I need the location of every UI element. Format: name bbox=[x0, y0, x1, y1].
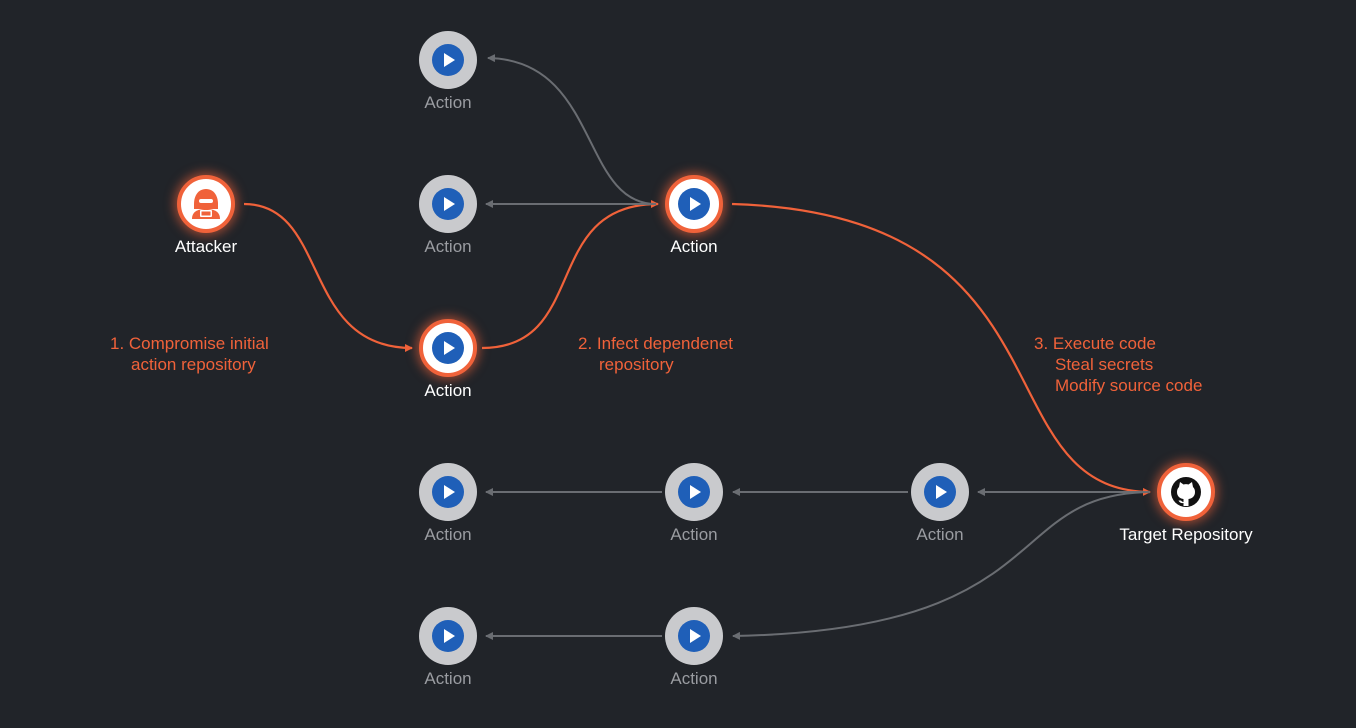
action-circle bbox=[665, 463, 723, 521]
action-circle bbox=[665, 607, 723, 665]
attacker-circle bbox=[177, 175, 235, 233]
step1-annotation: 1. Compromise initial action repository bbox=[110, 333, 269, 375]
action-label: Action bbox=[916, 525, 964, 544]
play-icon bbox=[432, 332, 464, 364]
step3-line1: 3. Execute code bbox=[1034, 334, 1156, 353]
play-icon bbox=[678, 620, 710, 652]
action-label: Action bbox=[424, 93, 472, 112]
attacker-label: Attacker bbox=[174, 237, 238, 256]
edge-initial-to-center-action bbox=[481, 200, 659, 350]
action-circle bbox=[419, 31, 477, 89]
step2-annotation: 2. Infect dependenet repository bbox=[578, 333, 733, 375]
step1-line2: action repository bbox=[131, 355, 256, 374]
step2-line2: repository bbox=[599, 355, 674, 374]
action-label: Action bbox=[670, 669, 718, 688]
target-circle bbox=[1157, 463, 1215, 521]
action-circle bbox=[911, 463, 969, 521]
step3-line2: Steal secrets bbox=[1055, 355, 1154, 374]
action-circle bbox=[419, 463, 477, 521]
play-icon bbox=[924, 476, 956, 508]
step3-annotation: 3. Execute code Steal secrets Modify sou… bbox=[1034, 333, 1202, 396]
target-label: Target Repository bbox=[1119, 525, 1253, 544]
github-icon bbox=[1171, 477, 1201, 507]
step2-line1: 2. Infect dependenet bbox=[578, 334, 734, 353]
action-label: Action bbox=[424, 237, 472, 256]
play-icon bbox=[432, 44, 464, 76]
action-label: Action bbox=[670, 237, 718, 256]
action-label: Action bbox=[424, 381, 472, 400]
play-icon bbox=[678, 188, 710, 220]
action-circle bbox=[419, 175, 477, 233]
play-icon bbox=[432, 476, 464, 508]
action-label: Action bbox=[424, 669, 472, 688]
play-icon bbox=[432, 188, 464, 220]
edge-center-to-top-action bbox=[487, 54, 657, 205]
action-label: Action bbox=[670, 525, 718, 544]
edge-target-to-r5-2 bbox=[732, 491, 1151, 640]
hacker-icon bbox=[192, 189, 220, 219]
step3-line3: Modify source code bbox=[1055, 376, 1203, 395]
edge-center-to-target bbox=[731, 202, 1151, 496]
action-circle bbox=[419, 607, 477, 665]
action-circle bbox=[419, 319, 477, 377]
action-circle bbox=[665, 175, 723, 233]
step1-line1: 1. Compromise initial bbox=[110, 334, 269, 353]
edge-attacker-to-initial-action bbox=[243, 202, 413, 352]
play-icon bbox=[432, 620, 464, 652]
play-icon bbox=[678, 476, 710, 508]
action-label: Action bbox=[424, 525, 472, 544]
